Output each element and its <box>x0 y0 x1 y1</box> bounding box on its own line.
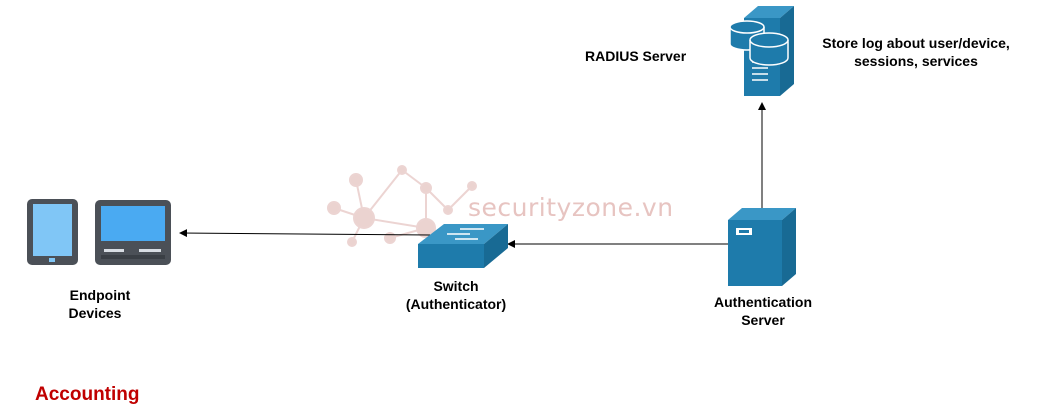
tablet-icon <box>27 199 78 265</box>
watermark-network-graphic <box>327 165 477 247</box>
laptop-icon <box>95 200 171 265</box>
store-log-label: Store log about user/device, sessions, s… <box>808 34 1024 70</box>
auth-server-line-1: Authentication <box>714 294 812 310</box>
network-switch-icon <box>418 224 508 268</box>
endpoint-line-2: Devices <box>68 305 122 321</box>
store-log-line-2: sessions, services <box>854 53 978 69</box>
radius-server-label: RADIUS Server <box>585 47 686 65</box>
radius-server-label-text: RADIUS Server <box>585 48 687 64</box>
tower-server-icon <box>728 208 796 286</box>
endpoint-devices-label: Endpoint Devices <box>54 286 146 322</box>
store-log-line-1: Store log about user/device, <box>822 35 1010 51</box>
accounting-heading: Accounting <box>35 384 140 405</box>
database-server-icon <box>729 6 794 96</box>
switch-line-1: Switch <box>433 278 479 294</box>
endpoint-line-1: Endpoint <box>69 287 131 303</box>
arrow-switch-to-endpoints <box>179 229 431 238</box>
watermark-text: securityzone.vn <box>468 193 674 222</box>
auth-server-line-2: Server <box>741 312 785 328</box>
authentication-server-label: Authentication Server <box>700 293 826 329</box>
switch-label: Switch (Authenticator) <box>394 277 518 313</box>
switch-line-2: (Authenticator) <box>405 296 507 312</box>
